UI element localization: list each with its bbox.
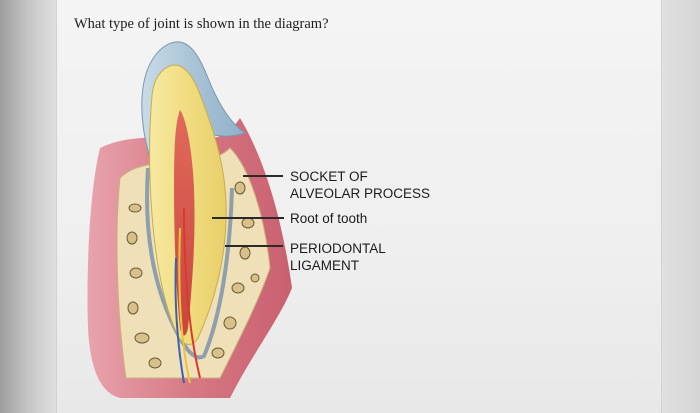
nerve	[178, 227, 191, 384]
question-text: What type of joint is shown in the diagr…	[74, 16, 329, 32]
periodontal-ligament	[145, 167, 234, 360]
vein	[174, 257, 185, 384]
label-root-text: Root of tooth	[290, 211, 368, 226]
label-socket-of-alveolar-process: SOCKET OF ALVEOLAR PROCESS	[290, 168, 430, 202]
label-socket-line1: SOCKET OF	[290, 169, 368, 184]
tooth-joint-illustration	[87, 41, 292, 398]
leader-line-ligament	[225, 245, 283, 247]
label-socket-line2: ALVEOLAR PROCESS	[290, 186, 431, 201]
leader-line-socket	[243, 175, 283, 177]
blood-vessel	[183, 207, 201, 379]
label-root-of-tooth: Root of tooth	[290, 210, 367, 227]
label-ligament-line1: PERIODONTAL	[290, 241, 386, 256]
spongy-bone-pattern	[126, 181, 260, 369]
label-periodontal-ligament: PERIODONTAL LIGAMENT	[290, 240, 386, 274]
label-ligament-line2: LIGAMENT	[290, 258, 360, 273]
leader-line-root	[212, 217, 284, 219]
